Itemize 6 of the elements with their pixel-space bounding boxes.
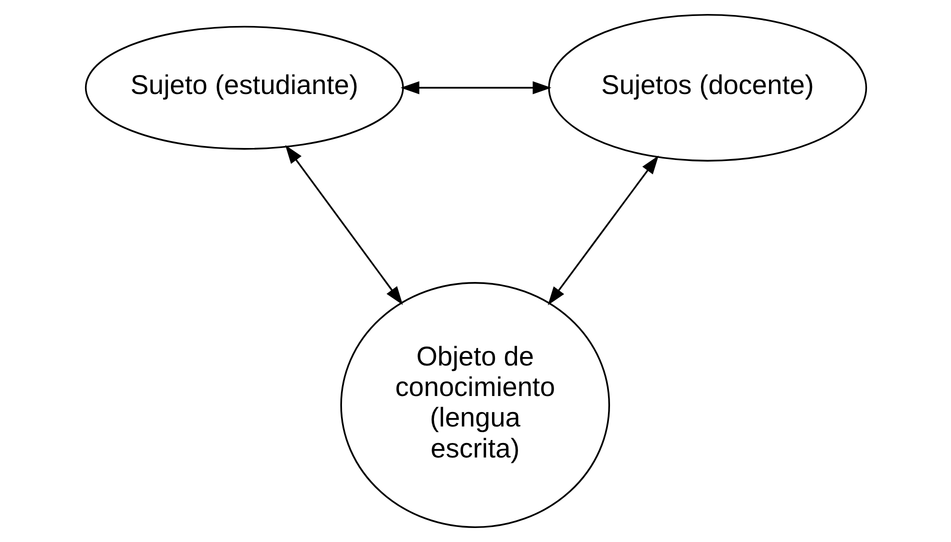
node-ellipse: Sujeto (estudiante) — [84, 26, 404, 150]
node-circle: Objeto de conocimiento (lengua escrita) — [340, 282, 610, 528]
node-ellipse: Sujetos (docente) — [548, 14, 867, 162]
arrow — [547, 156, 658, 306]
arrow — [284, 144, 402, 305]
arrow — [400, 81, 551, 94]
